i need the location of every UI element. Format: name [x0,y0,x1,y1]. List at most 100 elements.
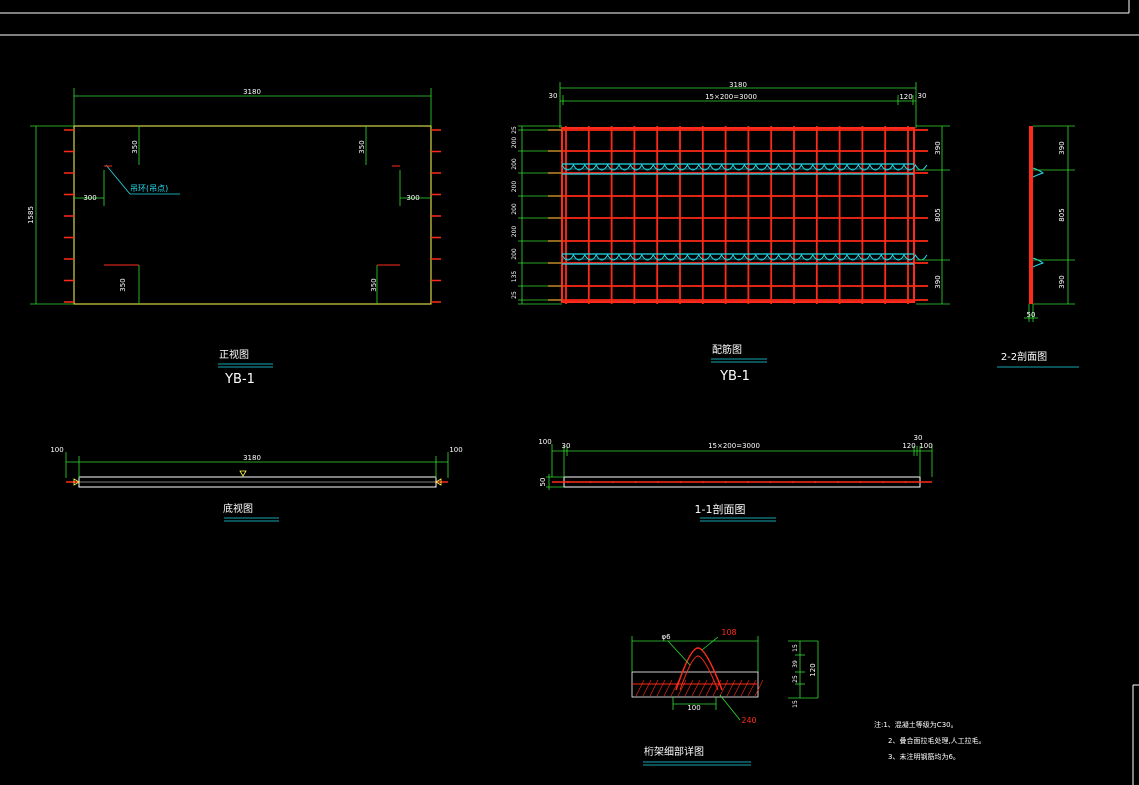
rebar-dot [634,481,637,483]
truss-dim-total: 120 [809,663,817,676]
notes: 注:1、混凝土等级为C30。 2、叠合面拉毛处理,人工拉毛。 3、未注明钢筋均为… [874,720,986,761]
front-dim-height: 1585 [27,206,35,224]
rebar-left-dim: 200 [511,181,518,193]
truss-label-bottom: 240 [741,716,756,725]
rebar-dot [859,481,862,483]
section-22-slab [1029,126,1033,304]
hatch-line [684,679,694,697]
rebar-dim-right-bottom: 390 [934,275,942,288]
panel-outline [73,125,432,305]
truss-dim-39: 39 [792,660,799,668]
section-22-dim-top: 390 [1058,141,1066,154]
note-line-1: 注:1、混凝土等级为C30。 [874,720,958,729]
hatch-line [754,679,764,697]
rebar-dim-last: 120 [899,93,912,101]
hatch-line [747,679,757,697]
truss-dim-15b: 15 [792,700,799,708]
hatch-line [733,679,743,697]
rebar-dot [567,481,569,483]
rebar-left-dim: 135 [511,271,518,283]
front-dim-300-r: 300 [406,194,419,202]
hatch-line [670,679,680,697]
rebar-left-dim: 200 [511,158,518,170]
rebar-view-title: 配筋图 [712,343,742,356]
rebar-left-dim: 200 [511,226,518,238]
rebar-dot [724,481,727,483]
sec11-dim-30: 30 [562,442,571,450]
front-view: 3180 1585 350 350 300 300 350 350 吊环(吊点)… [27,88,441,387]
sec11-dim-spacing: 15×200=3000 [708,442,760,450]
rebar-dot [904,481,907,483]
section-22-dim-mid: 805 [1058,208,1066,221]
rebar-dot [612,481,614,483]
hatch-line [635,679,645,697]
rebar-left-dim: 200 [511,137,518,149]
truss-label-phi: φ6 [661,633,671,641]
rebar-dot [679,481,682,483]
hatch-line [642,679,652,697]
truss-label-width: 100 [687,704,700,712]
section-11-title: 1-1剖面图 [695,502,746,516]
front-rebar-stubs [64,129,441,303]
bottom-dim-length: 3180 [243,454,261,462]
front-dims [30,88,432,305]
rebar-dims [521,82,950,305]
truss-dim-15a: 15 [792,644,799,652]
front-dim-350-tr: 350 [358,140,366,153]
rebar-dot [747,481,749,483]
rebar-dot [792,481,794,483]
bottom-view: 100 3180 100 底视图 [50,446,463,522]
sec11-dim-100: 100 [538,438,551,446]
rebar-dot [837,481,839,483]
rebar-view-code: YB-1 [719,369,750,384]
rebar-dot [769,481,772,483]
rebar-dim-right-edge: 30 [918,92,927,100]
truss-top [561,163,928,175]
sec11-dim-30b: 30 [914,434,923,442]
rebar-left-dim: 200 [511,248,518,260]
front-view-title: 正视图 [219,348,249,361]
hatch-line [726,679,736,697]
front-dim-300-l: 300 [83,194,96,202]
rebar-dim-total: 3180 [729,81,747,89]
section-22-title: 2-2剖面图 [1001,350,1047,363]
rebar-dot [882,481,884,483]
rebar-dim-right-mid: 805 [934,208,942,221]
truss-web [561,253,928,261]
rebar-left-dim: 200 [511,203,518,215]
truss-detail-title: 桁架细部详图 [644,745,704,758]
rebar-left-dim: 25 [511,126,518,134]
lifting-point-label: 吊环(吊点) [130,184,168,193]
note-line-2: 2、叠合面拉毛处理,人工拉毛。 [888,736,986,745]
truss-label-top: 108 [721,628,736,637]
bottom-view-title: 底视图 [223,502,253,515]
rebar-dim-left-edge: 30 [549,92,558,100]
section-1-1: 100 30 15×200=3000 120 30 100 50 1-1剖面图 [538,434,933,522]
hatch-line [649,679,659,697]
hatch-line [677,679,687,697]
rebar-left-dim: 25 [511,291,518,299]
hatch-line [663,679,673,697]
truss-dim-25: 25 [792,675,799,683]
rebar-dim-right-top: 390 [934,141,942,154]
bottom-dim-left: 100 [50,446,63,454]
hatch-line [740,679,750,697]
hatch-line [719,679,729,697]
sec11-dim-100b: 100 [919,442,932,450]
bottom-dim-right: 100 [449,446,462,454]
rebar-outer [561,127,915,303]
hatch-line [691,679,701,697]
front-dim-350-tl: 350 [131,140,139,153]
front-dim-350-bl: 350 [119,278,127,291]
front-dim-length: 3180 [243,88,261,96]
hatch-line [705,679,715,697]
rebar-dot [657,481,659,483]
truss-bottom [561,253,928,265]
hatch-line [656,679,666,697]
note-line-3: 3、未注明钢筋均为6。 [888,752,960,761]
rebar-dot [814,481,817,483]
front-dim-350-br: 350 [370,278,378,291]
truss-detail: φ6 108 240 100 15 39 25 15 120 桁架细部详图 [631,628,819,766]
rebar-dim-spacing: 15×200=3000 [705,93,757,101]
